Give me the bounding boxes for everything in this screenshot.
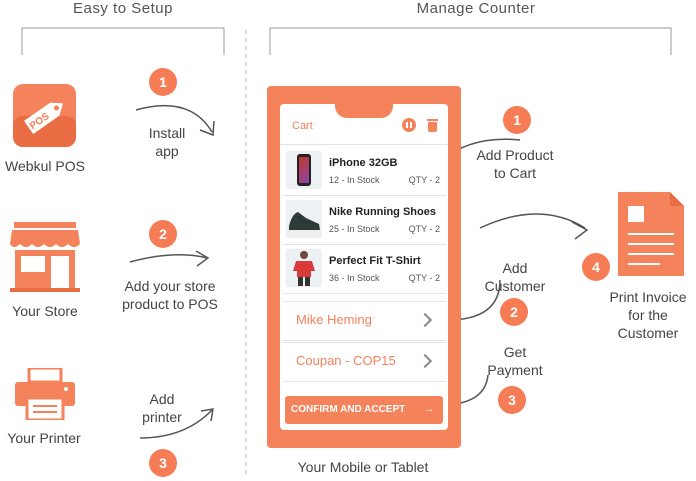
product-name: iPhone 32GB <box>329 157 398 169</box>
product-name: Nike Running Shoes <box>329 206 436 218</box>
heading-manage-counter: Manage Counter <box>416 0 536 17</box>
chevron-right-icon <box>417 353 433 369</box>
your-printer-label: Your Printer <box>7 430 81 446</box>
product-stock: 25 - In Stock <box>329 224 380 234</box>
product-name: Perfect Fit T-Shirt <box>329 255 421 267</box>
pause-icon[interactable] <box>402 118 416 132</box>
product-stock: 12 - In Stock <box>329 175 380 185</box>
add-printer-text: Add printer <box>142 391 182 425</box>
phone-thumb-icon <box>286 151 322 189</box>
arrow-right-icon: → <box>424 404 434 415</box>
step-badge-4-right: 4 <box>582 253 610 281</box>
webkul-pos-label: Webkul POS <box>5 158 85 174</box>
get-payment-text: Get Payment <box>487 344 543 378</box>
add-product-to-cart-text: Add Product to Cart <box>476 147 554 181</box>
shirt-thumb-icon <box>286 249 322 287</box>
step-badge-3-left: 3 <box>149 449 177 477</box>
device-notch <box>335 104 393 118</box>
product-stock: 36 - In Stock <box>329 273 380 283</box>
pos-tag-icon: POS <box>13 84 76 147</box>
step-badge-1-left: 1 <box>149 68 177 96</box>
cart-item-row[interactable]: iPhone 32GB 12 - In Stock QTY - 2 <box>283 147 446 196</box>
coupon-code: Coupan - COP15 <box>296 353 396 368</box>
device-caption: Your Mobile or Tablet <box>297 459 429 475</box>
trash-icon[interactable] <box>427 118 438 132</box>
device-screen: Cart iPhone 32GB 12 - In Stock QTY - 2 N… <box>280 104 448 430</box>
your-store-label: Your Store <box>12 303 78 319</box>
coupon-row[interactable]: Coupan - COP15 <box>283 342 446 382</box>
step-badge-1-right: 1 <box>503 106 531 134</box>
invoice-document-icon <box>618 192 684 276</box>
heading-easy-to-setup: Easy to Setup <box>73 0 173 17</box>
step-badge-2-right: 2 <box>500 298 528 326</box>
cart-item-row[interactable]: Perfect Fit T-Shirt 36 - In Stock QTY - … <box>283 245 446 294</box>
confirm-and-accept-button[interactable]: CONFIRM AND ACCEPT → <box>285 396 443 424</box>
shoe-thumb-icon <box>286 200 322 238</box>
add-customer-text: Add Customer <box>484 260 546 294</box>
store-icon <box>8 222 82 292</box>
customer-row[interactable]: Mike Heming <box>283 301 446 341</box>
chevron-right-icon <box>417 312 433 328</box>
install-app-text: Install app <box>148 125 186 159</box>
printer-icon <box>15 368 75 420</box>
step-badge-2-left: 2 <box>149 220 177 248</box>
print-invoice-text: Print Invoice for the Customer <box>609 289 687 341</box>
add-store-product-text: Add your store product to POS <box>122 278 218 312</box>
confirm-label: CONFIRM AND ACCEPT <box>291 404 406 415</box>
customer-name: Mike Heming <box>296 312 372 327</box>
product-qty: QTY - 2 <box>408 175 440 185</box>
cart-item-row[interactable]: Nike Running Shoes 25 - In Stock QTY - 2 <box>283 196 446 245</box>
product-qty: QTY - 2 <box>408 273 440 283</box>
product-qty: QTY - 2 <box>408 224 440 234</box>
step-badge-3-right: 3 <box>498 386 526 414</box>
cart-title: Cart <box>292 120 313 132</box>
